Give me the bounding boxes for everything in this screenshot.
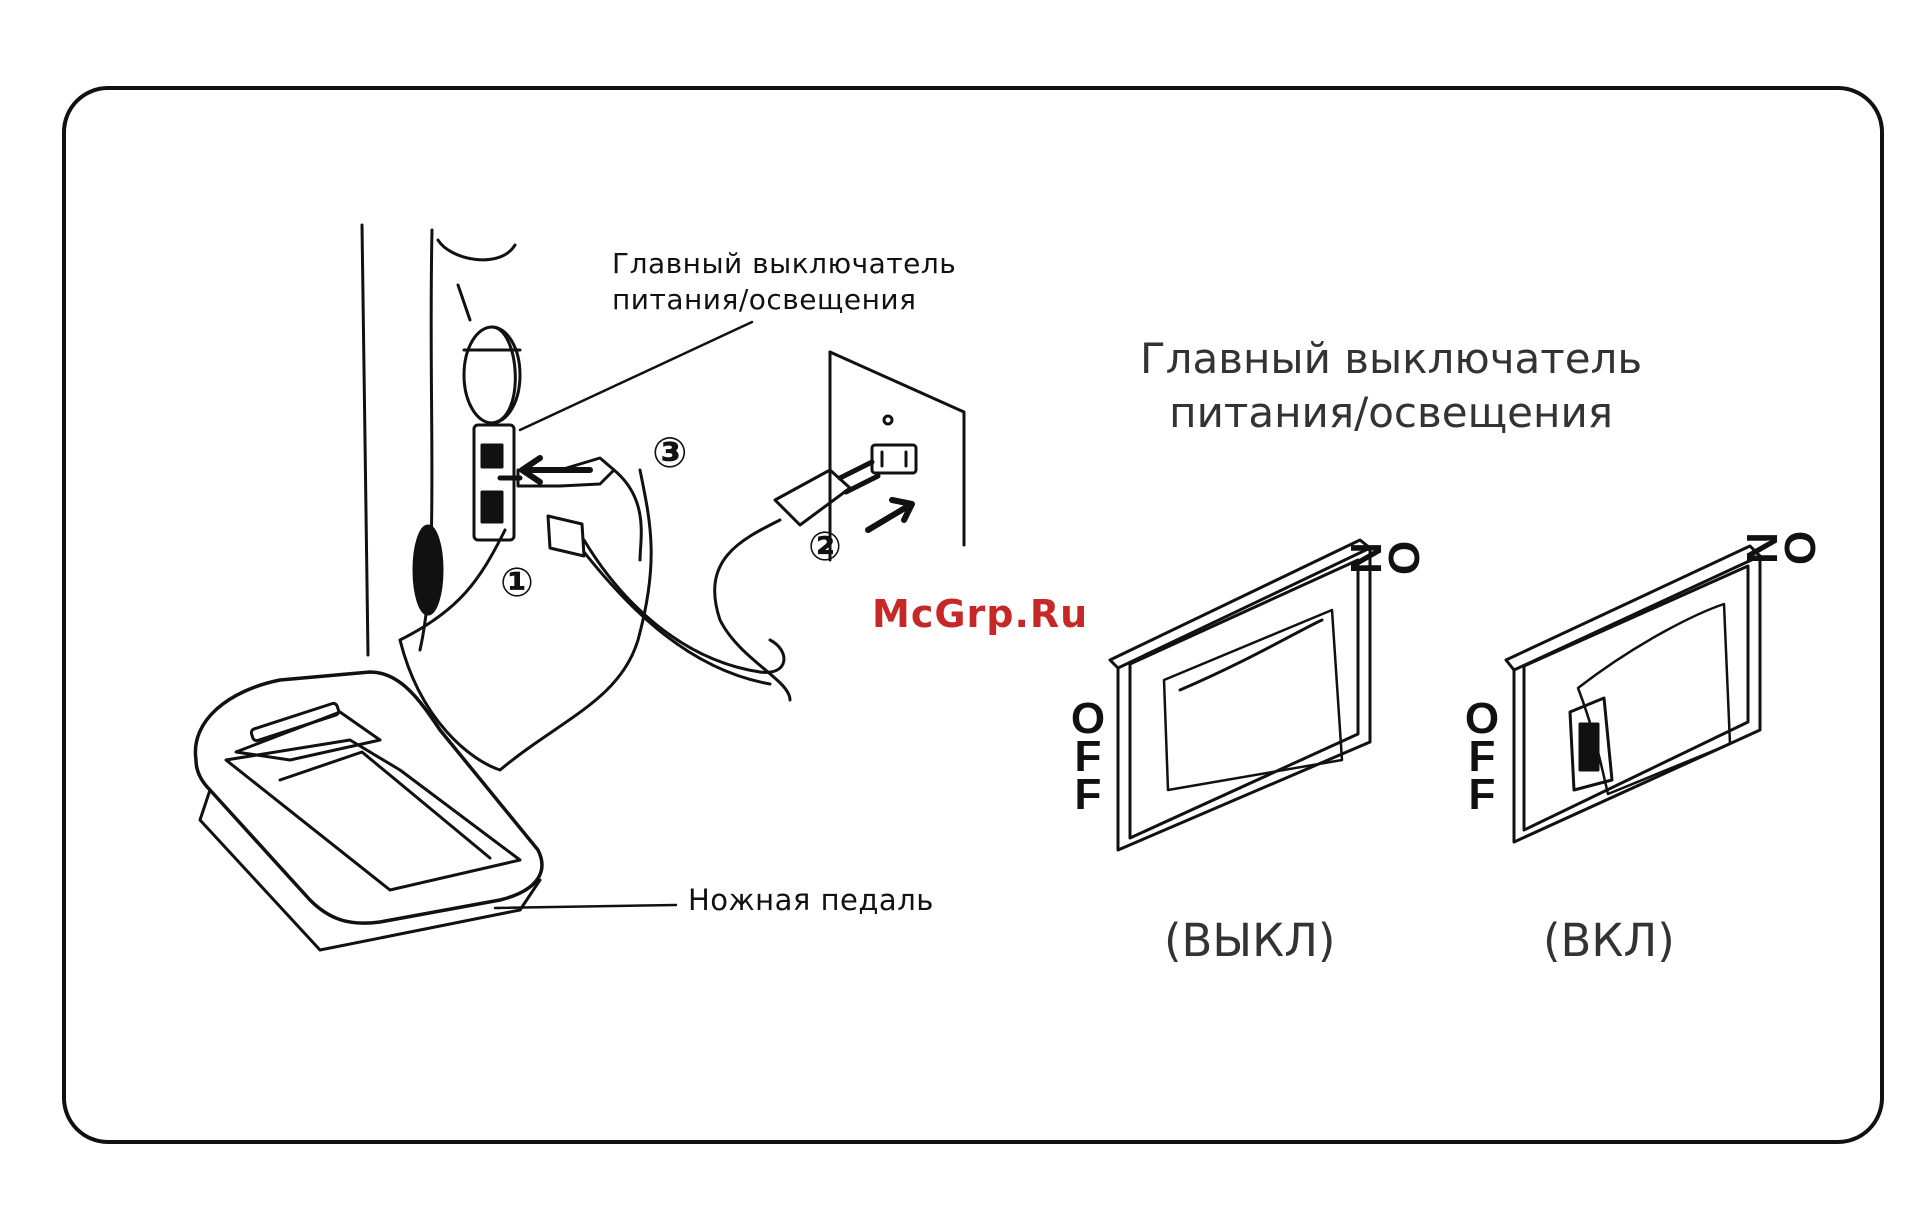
on-letter: N xyxy=(1742,532,1780,564)
off-letter: F xyxy=(1068,776,1108,814)
rocker-switch-on xyxy=(1506,546,1760,842)
cord-plug-3 xyxy=(500,458,641,560)
arrow-into-outlet xyxy=(868,500,912,530)
foot-pedal xyxy=(195,672,542,950)
rocker-switch-off xyxy=(1110,540,1370,850)
foot-pedal-label: Ножная педаль xyxy=(688,883,934,917)
arrow-into-machine xyxy=(522,458,590,482)
main-switch-label-large-line2: питания/освещения xyxy=(1140,386,1642,440)
main-switch-label-large-line1: Главный выключатель xyxy=(1140,332,1642,386)
step-3-marker: ③ xyxy=(652,428,688,477)
cord-plug-1 xyxy=(548,516,784,684)
step-1-marker: ① xyxy=(500,560,534,606)
step-2-marker: ② xyxy=(808,524,842,570)
main-switch-label-small-line2: питания/освещения xyxy=(612,282,956,318)
off-marking-left: O F F xyxy=(1068,700,1108,814)
state-off-caption: (ВЫКЛ) xyxy=(1164,914,1335,967)
on-marking-left: ON xyxy=(1346,538,1422,578)
state-on-caption: (ВКЛ) xyxy=(1543,914,1675,967)
on-marking-right: ON xyxy=(1742,528,1818,568)
leader-main-switch xyxy=(520,322,752,430)
main-switch-label-small: Главный выключатель питания/освещения xyxy=(612,246,956,318)
main-switch-label-large: Главный выключатель питания/освещения xyxy=(1140,332,1642,440)
watermark: McGrp.Ru xyxy=(872,592,1088,636)
on-letter: N xyxy=(1346,542,1384,574)
main-switch-label-small-line1: Главный выключатель xyxy=(612,246,956,282)
vent-grille xyxy=(414,526,442,614)
wall-outlet xyxy=(830,352,964,560)
hand-wheel xyxy=(464,327,520,423)
off-marking-right: O F F xyxy=(1462,700,1502,814)
sewing-machine xyxy=(362,225,520,655)
power-plug-2 xyxy=(715,462,878,700)
off-letter: F xyxy=(1462,776,1502,814)
